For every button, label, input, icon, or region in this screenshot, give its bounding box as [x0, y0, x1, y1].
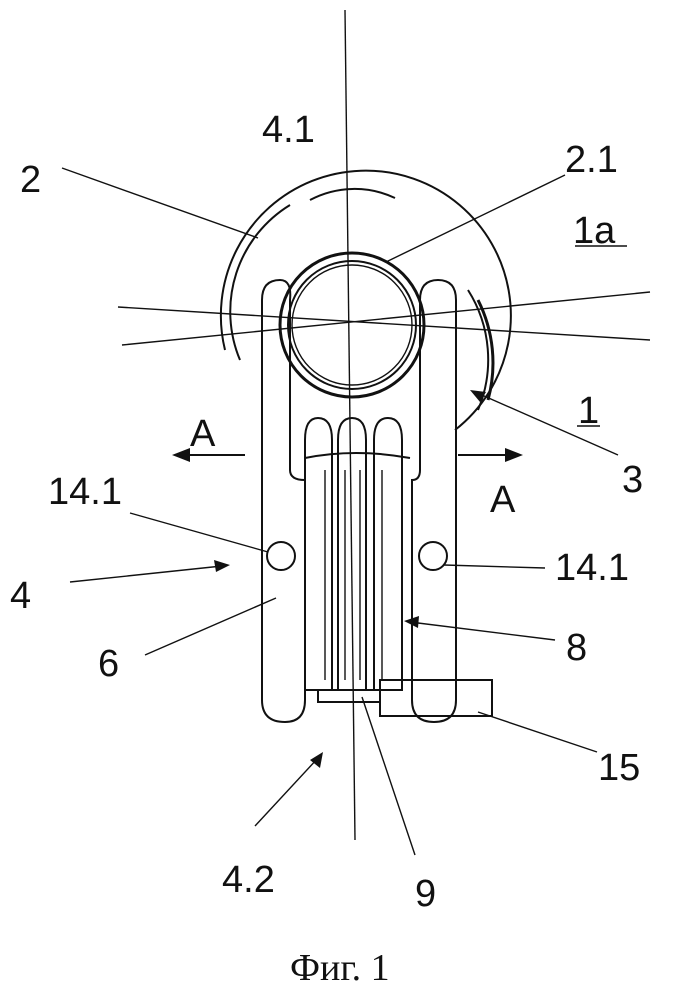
- radial-lines: [118, 292, 650, 345]
- label-a-right: A: [490, 479, 516, 521]
- label-4-2: 4.2: [222, 859, 275, 901]
- nut-part-15: [380, 680, 492, 716]
- label-15: 15: [598, 747, 640, 789]
- disc-part-2: [221, 171, 511, 430]
- label-14-1-left: 14.1: [48, 471, 122, 513]
- figure-caption: Фиг. 1: [290, 947, 390, 989]
- jaws-part-8: [305, 418, 410, 690]
- label-1: 1: [578, 390, 599, 432]
- bolt-part-9: [318, 690, 380, 702]
- label-4-1: 4.1: [262, 109, 315, 151]
- pin-left-14-1: [267, 542, 295, 570]
- label-a-left: A: [190, 413, 216, 455]
- arrow-a-right: [458, 448, 523, 462]
- label-6: 6: [98, 643, 119, 685]
- label-4: 4: [10, 575, 31, 617]
- label-2-1: 2.1: [565, 139, 618, 181]
- label-3: 3: [622, 459, 643, 501]
- label-1a: 1a: [573, 210, 616, 252]
- label-2: 2: [20, 159, 41, 201]
- label-14-1-right: 14.1: [555, 547, 629, 589]
- pin-right-14-1: [419, 542, 447, 570]
- label-9: 9: [415, 873, 436, 915]
- vertical-axis-line: [345, 10, 355, 840]
- label-8: 8: [566, 627, 587, 669]
